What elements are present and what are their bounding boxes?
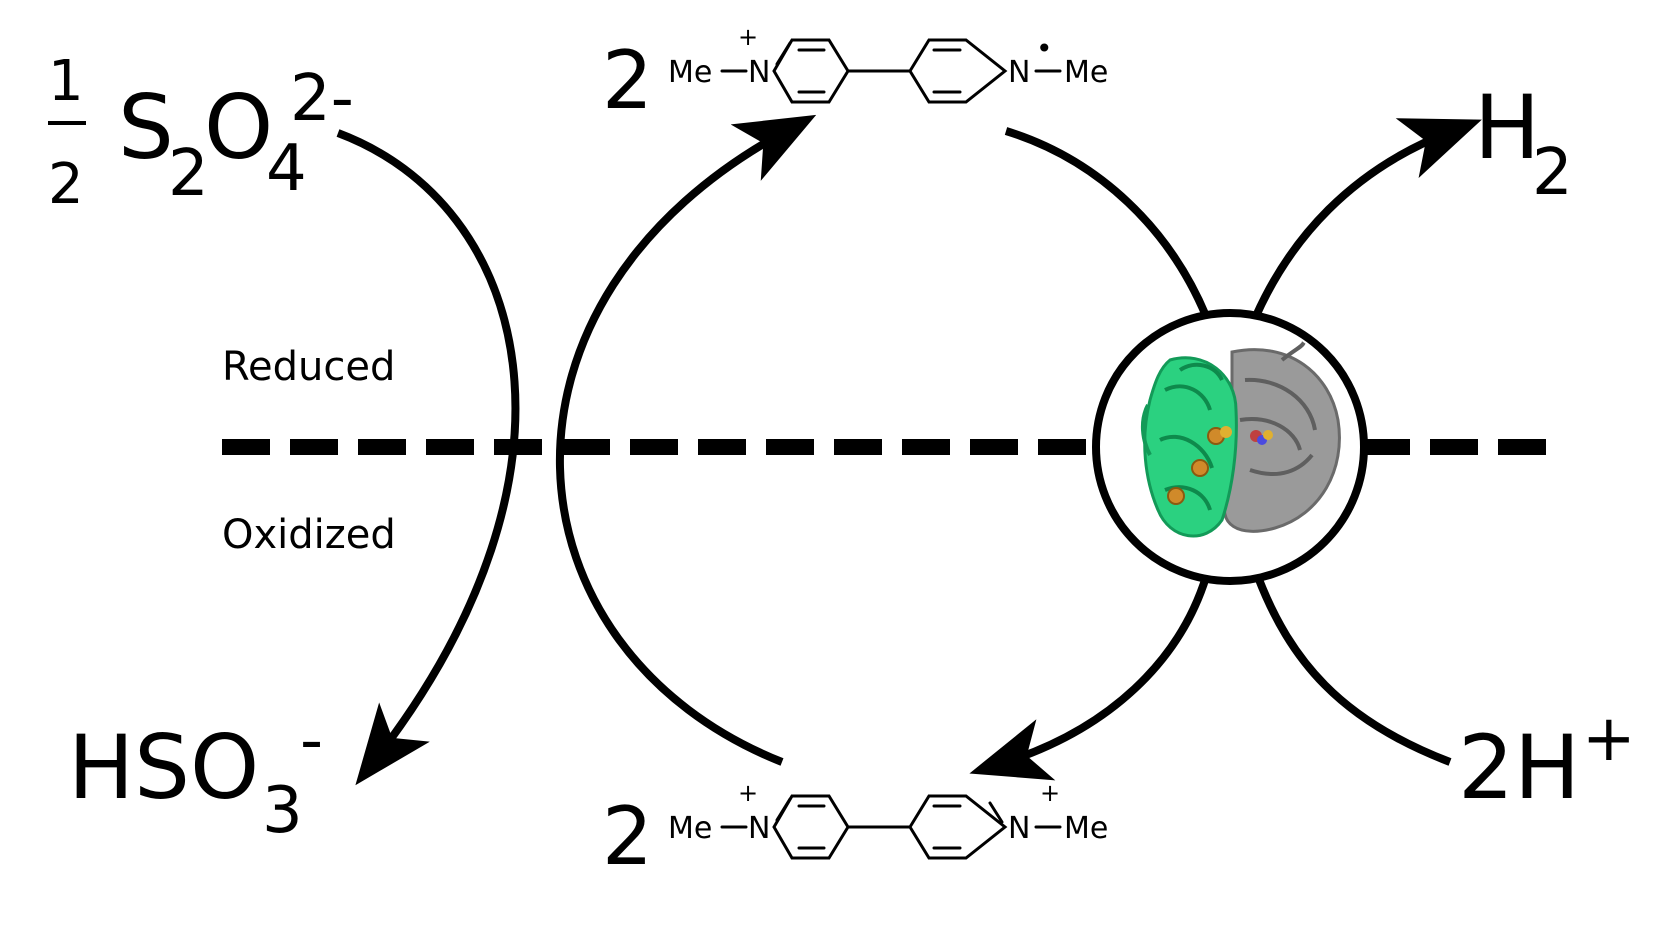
hydrogen-label: H 2 <box>1474 76 1573 210</box>
hydrogenase-enzyme <box>1092 309 1368 585</box>
dithionite-sulfur: S <box>118 76 174 179</box>
viologen-oxidized-right-charge: + <box>1040 779 1060 807</box>
protons-formula: 2H <box>1458 716 1580 819</box>
viologen-oxidized-right-nitrogen: N <box>1008 811 1030 846</box>
dithionite-coefficient-numerator: 1 <box>48 49 84 114</box>
viologen-oxidized-right-methyl: Me <box>1064 811 1108 846</box>
pyridine-ring-right <box>908 38 1008 104</box>
viologen-reduction-arrow <box>556 114 817 766</box>
viologen-oxidized-coefficient: 2 <box>602 790 653 883</box>
hydrogen-formula: H <box>1474 76 1540 179</box>
pyridine-ring-left <box>772 38 850 104</box>
dithionite-oxygen: O <box>204 76 273 179</box>
bisulfite-charge: - <box>300 704 323 778</box>
viologen-reduced-left-nitrogen: N <box>748 55 770 90</box>
viologen-to-enzyme-path <box>1004 127 1210 318</box>
viologen-reduced-right-nitrogen: N <box>1008 55 1030 90</box>
dithionite-oxidation-arrow <box>336 129 520 786</box>
viologen-oxidized-left-charge: + <box>738 779 758 807</box>
protons-charge: + <box>1582 702 1636 776</box>
viologen-reduced-left-methyl: Me <box>668 55 712 90</box>
viologen-reduced-left-charge: + <box>738 23 758 51</box>
viologen-oxidized-left-nitrogen: N <box>748 811 770 846</box>
viologen-dication: 2 Me N + N + Me <box>602 779 1108 883</box>
oxidized-label: Oxidized <box>222 512 396 558</box>
viologen-oxidized-left-methyl: Me <box>668 811 712 846</box>
dithionite-label: 1 2 S 2 O 4 2- <box>48 49 354 217</box>
dithionite-charge: 2- <box>290 62 354 136</box>
bisulfite-label: HSO 3 - <box>68 704 323 848</box>
protein-structure-icon <box>1141 333 1341 538</box>
dithionite-coefficient-denominator: 2 <box>48 152 84 217</box>
viologen-reduced-radical: • <box>1036 32 1053 65</box>
hydrogen-subscript: 2 <box>1532 136 1573 210</box>
bisulfite-subscript: 3 <box>262 774 303 848</box>
viologen-reduced-right-methyl: Me <box>1064 55 1108 90</box>
viologen-radical-cation: 2 Me N + N • Me <box>602 23 1108 127</box>
enzyme-to-viologen-arrow <box>969 575 1210 781</box>
pyridine-ring-right <box>908 794 1008 860</box>
reduced-label: Reduced <box>222 344 395 390</box>
reaction-arcs <box>336 114 1482 786</box>
dithionite-oxygen-subscript: 4 <box>266 132 307 206</box>
dithionite-sulfur-subscript: 2 <box>168 137 209 211</box>
bisulfite-formula: HSO <box>68 716 259 819</box>
protons-label: 2H + <box>1458 702 1636 819</box>
enzyme-to-hydrogen-arrow <box>1252 118 1482 318</box>
viologen-reduced-coefficient: 2 <box>602 34 653 127</box>
pyridine-ring-left <box>772 794 850 860</box>
protons-to-enzyme-path <box>1254 575 1452 766</box>
